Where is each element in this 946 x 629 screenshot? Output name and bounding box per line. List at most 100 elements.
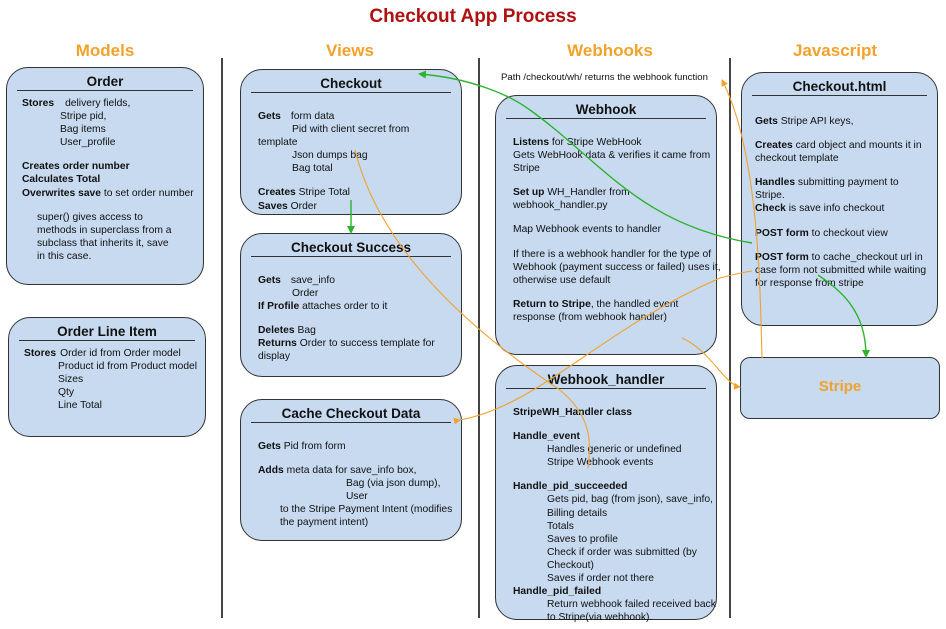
label: Handles [755, 177, 796, 189]
text-line: Webhook (payment success or failed) uses… [513, 261, 721, 273]
text-line: User [346, 491, 368, 503]
text-line: Stripe Webhook events [547, 457, 654, 469]
text-line: display [258, 351, 291, 363]
label: Gets [258, 111, 281, 122]
text-line: Stripe pid, [60, 111, 107, 123]
box-title: Order Line Item [57, 324, 157, 339]
text-line: form data [290, 111, 335, 122]
text-line: Totals [547, 520, 574, 532]
text-line: to checkout view [808, 227, 888, 239]
text-line: Handle_pid_succeeded [513, 481, 628, 493]
label: Stores [24, 348, 57, 359]
stripe-label: Stripe [818, 378, 862, 395]
label: Gets [755, 116, 778, 127]
column-divider [478, 58, 480, 618]
cache-checkout-box: Cache Checkout Data Gets Pid from form A… [240, 399, 462, 541]
column-header-models: Models [75, 41, 135, 60]
text-line: Order id from Order model [60, 348, 181, 359]
text-line: Order to success template for [296, 338, 435, 350]
label: POST form [755, 227, 809, 239]
path-note: Path /checkout/wh/ returns the webhook f… [501, 72, 708, 83]
label: Creates [755, 140, 793, 152]
text-line: template [258, 137, 298, 149]
text-line: submitting payment to [795, 177, 899, 189]
text-line: Qty [58, 387, 75, 399]
diagram-title: Checkout App Process [369, 6, 577, 27]
label: Deletes [258, 325, 295, 337]
text-line: Creates order number [22, 161, 130, 173]
text-line: subclass that inherits it, save [37, 237, 169, 249]
label: Listens [513, 137, 550, 148]
text-line: , the handled event [590, 298, 679, 310]
column-divider [221, 58, 223, 618]
label: Gets [258, 441, 281, 452]
text-line: delivery fields, [65, 98, 131, 109]
text-line: Pid with client secret from [292, 124, 410, 136]
label: Set up [513, 187, 545, 199]
text-line: Sizes [58, 374, 84, 386]
title-rule [506, 118, 706, 119]
title-rule [251, 422, 451, 423]
box-title: Webhook [575, 102, 637, 117]
column-header-javascript: Javascript [792, 41, 878, 60]
text-line: Gets pid, bag (from json), save_info, [547, 494, 713, 506]
text-line: Stripe. [755, 190, 785, 202]
text-line: is save info checkout [785, 203, 885, 215]
label: Return to Stripe [513, 298, 591, 310]
text-line: webhook_handler.py [513, 200, 608, 212]
text-line: methods in superclass from a [37, 224, 172, 236]
label: If Profile [258, 301, 300, 313]
text-line: response (from webhook handler) [513, 311, 667, 323]
label: Overwrites save [22, 187, 101, 199]
text-line: Stripe Total [295, 187, 350, 199]
text-line: Handle_pid_failed [513, 586, 602, 598]
title-rule [251, 92, 451, 93]
text-line: Check if order was submitted (by [547, 546, 697, 558]
box-title: Webhook_handler [547, 372, 665, 387]
title-rule [506, 388, 706, 389]
title-rule [251, 256, 451, 257]
text-line: to cache_checkout url in [808, 251, 923, 263]
text-line: Gets WebHook data & verifies it came fro… [513, 150, 711, 162]
text-line: Pid from form [280, 441, 346, 452]
text-line: Product id from Product model [58, 361, 198, 373]
checkout-html-box: Checkout.html Gets Stripe API keys, Crea… [741, 72, 938, 326]
text-line: Bag items [60, 124, 106, 136]
label: POST form [755, 251, 809, 263]
text-line: WH_Handler from [544, 187, 630, 199]
text-line: User_profile [60, 137, 116, 149]
title-rule [752, 95, 927, 96]
text-line: Calculates Total [22, 174, 101, 186]
column-divider [729, 58, 731, 618]
text-line: Bag (via json dump), [346, 478, 441, 490]
text-line: Map Webhook events to handler [513, 224, 662, 236]
box-title: Checkout.html [792, 79, 887, 94]
webhook-handler-box: Webhook_handler StripeWH_Handler class H… [495, 365, 717, 623]
text-line: Billing details [547, 507, 608, 519]
text-line: meta data for save_info box, [283, 465, 417, 477]
stripe-box: Stripe [740, 357, 940, 419]
text-line: Order [287, 200, 317, 212]
text-line: card object and mounts it in [792, 140, 922, 152]
text-line: Handle_event [513, 431, 580, 443]
text-line: Return webhook failed received back [547, 599, 716, 611]
text-line: Stripe [513, 163, 540, 175]
text-line: for Stripe WebHook [549, 137, 642, 148]
text-line: super() gives access to [37, 211, 143, 223]
text-line: Stripe API keys, [777, 116, 854, 127]
text-line: Saves if order not there [547, 573, 655, 585]
label: Stores [22, 98, 55, 109]
text-line: to the Stripe Payment Intent (modifies [280, 504, 453, 516]
text-line: If there is a webhook handler for the ty… [513, 248, 712, 260]
text-line: for response from stripe [755, 277, 864, 289]
title-rule [19, 340, 195, 341]
box-title: Cache Checkout Data [281, 406, 421, 421]
text-line: checkout template [755, 153, 839, 165]
text-line: Saves to profile [547, 533, 618, 545]
text-line: to Stripe(via webhook). [547, 612, 653, 624]
label: Adds [258, 465, 284, 477]
text-line: to set order number [101, 187, 194, 199]
